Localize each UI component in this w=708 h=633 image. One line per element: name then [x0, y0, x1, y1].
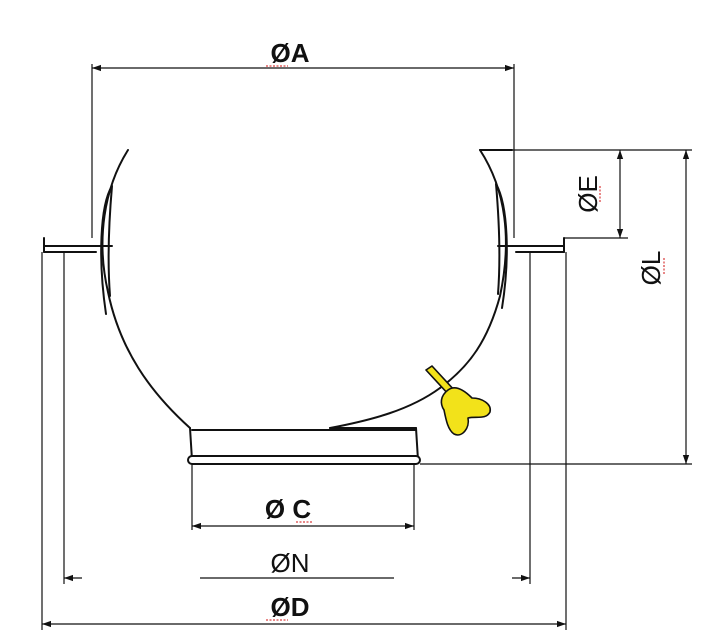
neck-left: [189, 427, 193, 461]
hinged-lid-arc: [329, 387, 441, 429]
left-rim-bracket: [95, 185, 113, 315]
dim-label-D: ØD: [271, 592, 310, 622]
vessel-body: [43, 149, 565, 465]
bottom-flange: [187, 455, 421, 465]
clamp-knob: [440, 387, 492, 436]
dim-label-A: ØA: [271, 38, 310, 68]
dim-label-E: ØE: [573, 175, 603, 213]
dim-label-N: ØN: [271, 548, 310, 578]
bowl-left-wall: [101, 149, 191, 429]
dim-label-L: ØL: [636, 251, 666, 286]
dimension-lines: [41, 64, 692, 630]
clamp-handle-icon: [425, 365, 492, 436]
dim-label-C: Ø C: [265, 494, 311, 524]
right-rim-bracket: [495, 183, 513, 309]
neck-right: [415, 427, 419, 461]
